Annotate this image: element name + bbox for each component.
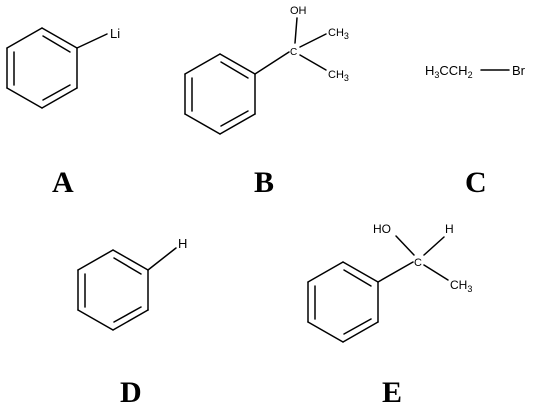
methyl-bottom-b: CH3 bbox=[328, 69, 349, 83]
bond-e-c-oh bbox=[395, 235, 415, 256]
label-c: C bbox=[465, 166, 487, 199]
benzene-ring-e bbox=[307, 261, 379, 343]
label-d: D bbox=[120, 376, 142, 409]
central-carbon-e: C bbox=[414, 257, 422, 269]
benzene-ring-b bbox=[184, 53, 256, 135]
lithium-label: Li bbox=[110, 26, 120, 41]
bond-e-c-ch3 bbox=[423, 264, 449, 281]
structure-e: C HO H CH3 E bbox=[307, 222, 472, 409]
hydroxyl-label-e: HO bbox=[373, 222, 391, 236]
label-a: A bbox=[52, 166, 74, 199]
benzene-ring-d bbox=[77, 249, 149, 331]
bond-d-h bbox=[147, 247, 177, 271]
hydrogen-label-e: H bbox=[445, 222, 454, 236]
ethyl-formula: H3CCH2 bbox=[425, 63, 473, 80]
bond-b-c-ch3-top bbox=[299, 33, 327, 48]
label-e: E bbox=[382, 376, 402, 409]
benzene-ring-a bbox=[6, 27, 78, 109]
structure-a: Li A bbox=[6, 26, 120, 199]
bond-e-ring-c bbox=[377, 261, 414, 283]
hydroxyl-label-b: OH bbox=[290, 5, 307, 17]
methyl-label-e: CH3 bbox=[450, 278, 472, 294]
methyl-top-b: CH3 bbox=[328, 27, 349, 41]
bond-e-c-h bbox=[423, 236, 445, 256]
label-b: B bbox=[254, 166, 274, 199]
bromine-label: Br bbox=[512, 63, 526, 78]
bond-b-ring-c bbox=[254, 51, 290, 75]
bond-b-c-oh bbox=[294, 17, 298, 44]
hydrogen-label-d: H bbox=[178, 236, 187, 251]
structure-c: H3CCH2 Br C bbox=[425, 63, 526, 199]
structure-b: C OH CH3 CH3 B bbox=[184, 5, 349, 199]
structure-d: H D bbox=[77, 236, 187, 409]
bond-b-c-ch3-bottom bbox=[299, 54, 327, 71]
central-carbon-b: C bbox=[290, 47, 297, 58]
bond-a-li bbox=[76, 33, 108, 49]
